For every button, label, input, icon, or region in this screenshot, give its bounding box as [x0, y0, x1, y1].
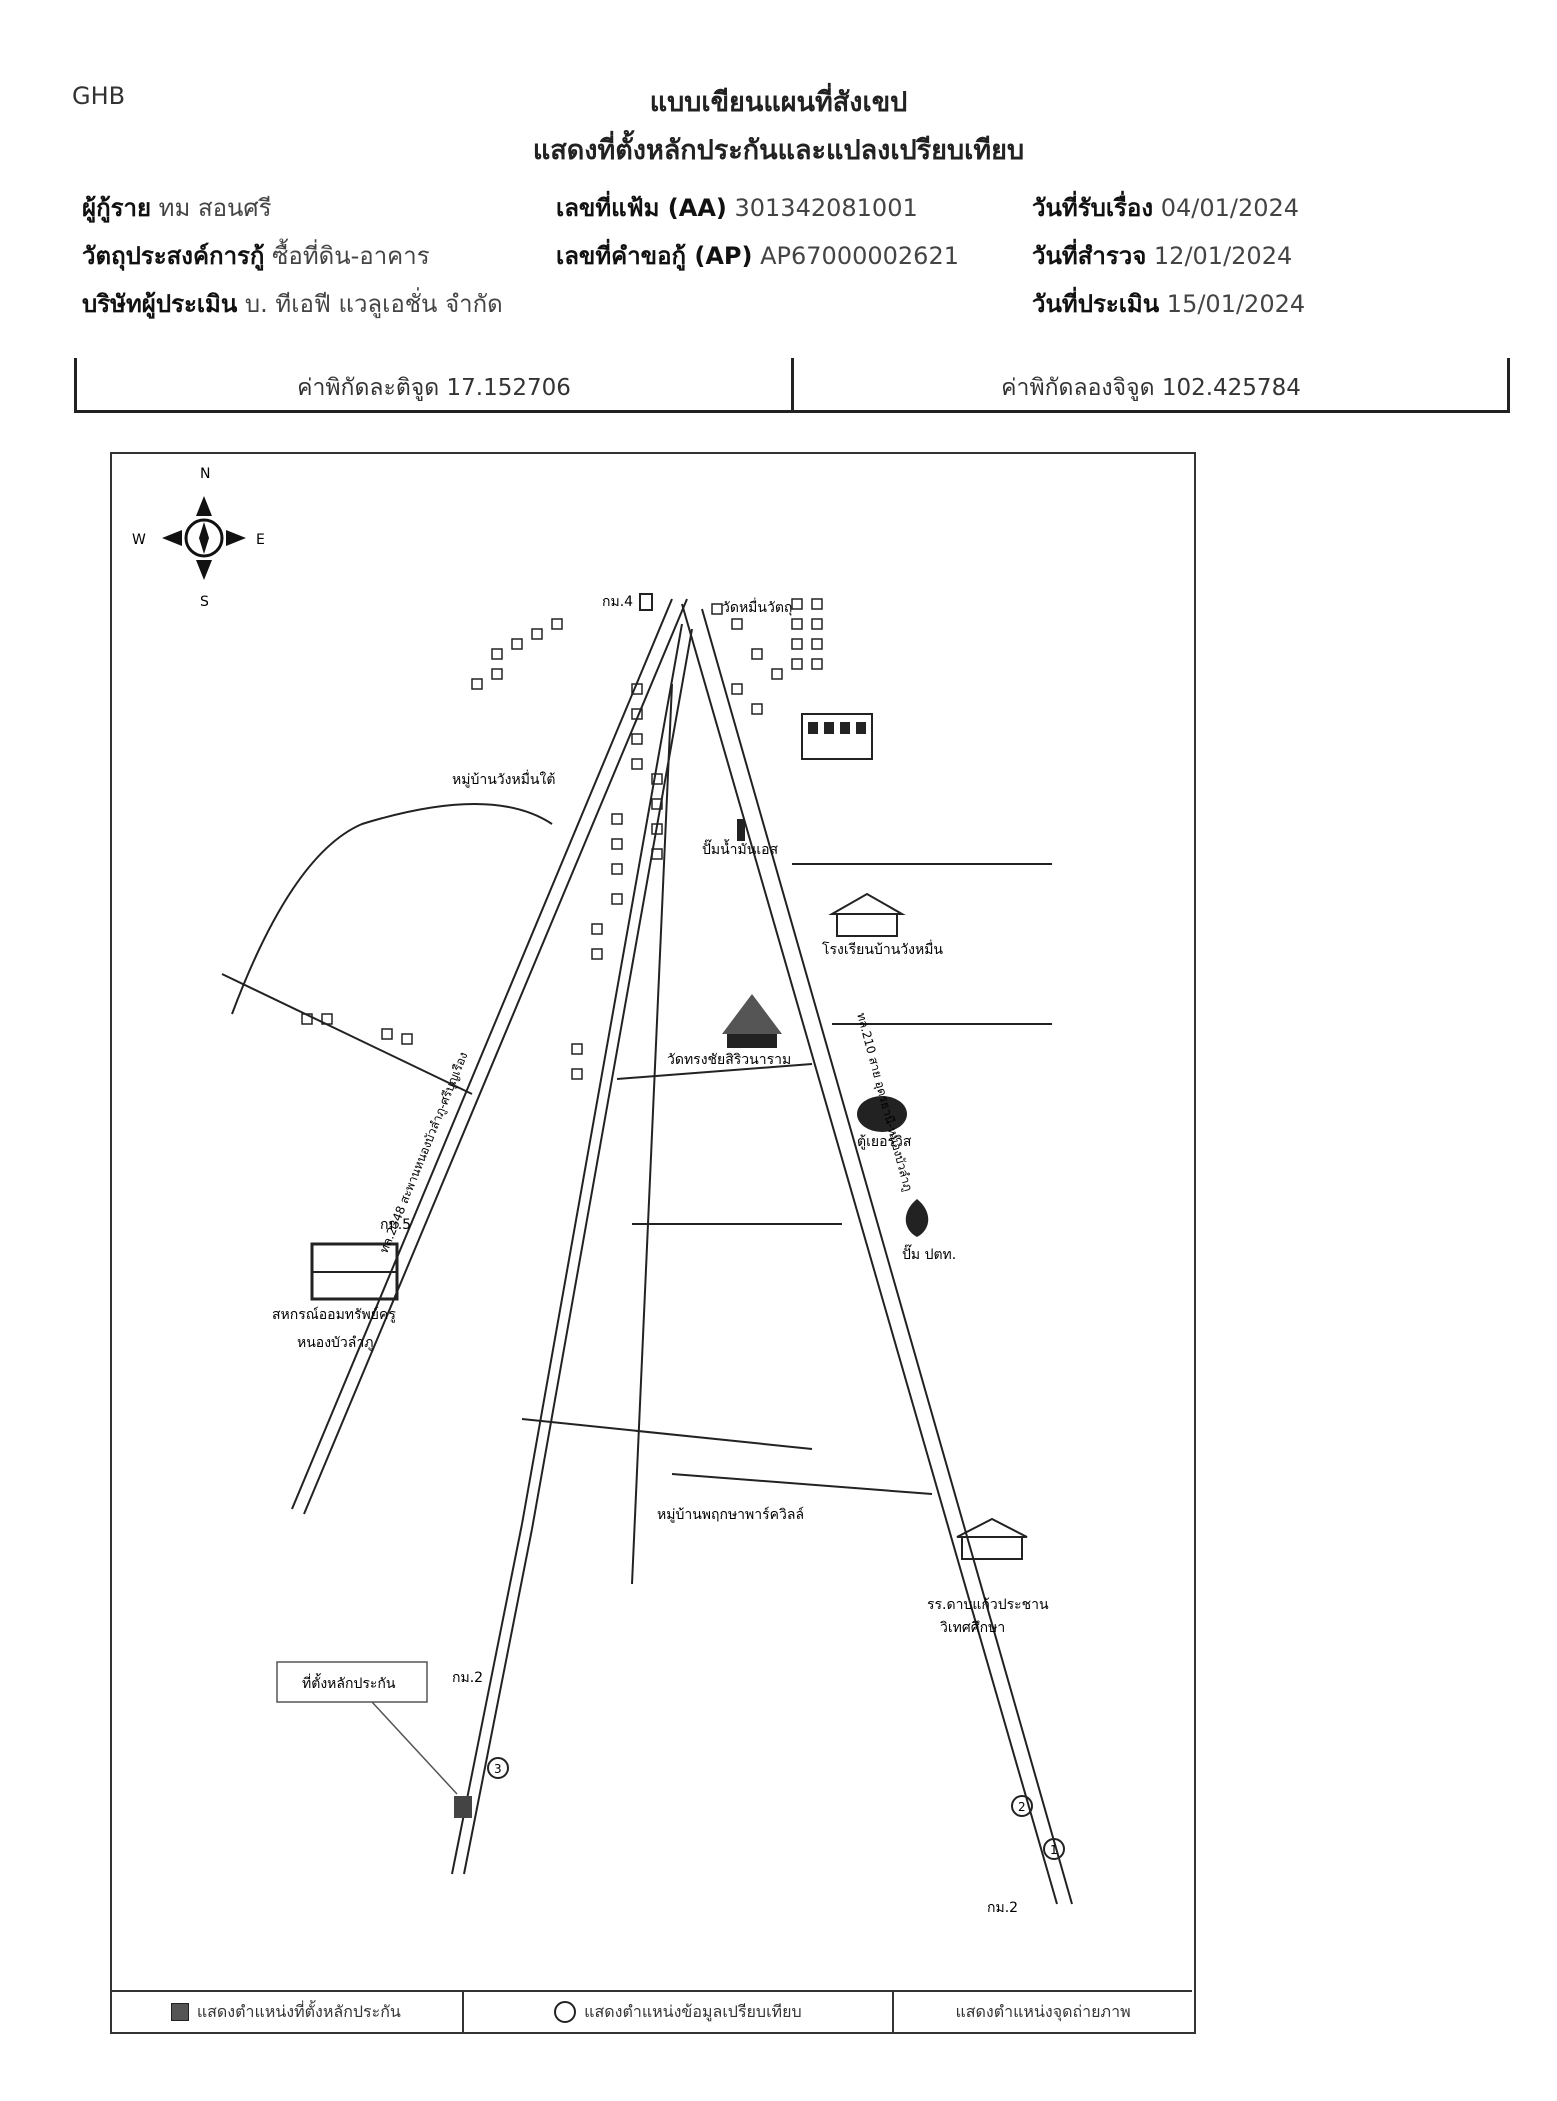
hotel-icon [801, 713, 873, 760]
label-km2b: กม.2 [987, 1900, 1018, 1916]
appraise-label: วันที่ประเมิน [1032, 290, 1160, 318]
map-frame: N S W E [110, 452, 1196, 2034]
label-school-south2: วิเทศศึกษา [940, 1620, 1005, 1636]
tourist-icon [857, 1096, 907, 1132]
label-temple-main: วัดทรงชัยสิริวนาราม [667, 1052, 791, 1068]
label-collateral: ที่ตั้งหลักประกัน [302, 1673, 396, 1692]
label-gas-pole: ปั๊มน้ำมันเอส [702, 839, 779, 858]
label-tourist: ตู้เยอร์วิส [857, 1133, 912, 1150]
label-village-south: หมู่บ้านพฤกษาพาร์ควิลล์ [657, 1506, 804, 1523]
coordinates-box: ค่าพิกัดละติจูด 17.152706 ค่าพิกัดลองจิจ… [74, 358, 1510, 413]
compass-s: S [200, 594, 209, 610]
bank-brand: GHB [72, 82, 126, 110]
collateral-marker [454, 1796, 472, 1818]
marker-3 [487, 1757, 509, 1779]
app-no-label: เลขที่คำขอกู้ (AP) [556, 242, 753, 270]
km-marker-icon [639, 593, 653, 611]
file-no-label: เลขที่แฟ้ม (AA) [556, 194, 727, 222]
appraise-row: วันที่ประเมิน 15/01/2024 [1032, 284, 1305, 323]
building-blocks [301, 598, 823, 1080]
label-village-wang: หมู่บ้านวังหมื่นใต้ [452, 770, 555, 788]
gas-station-icon [905, 1199, 929, 1237]
label-coop2: หนองบัวลำภู [297, 1335, 373, 1351]
school-icon [828, 892, 906, 937]
compass-e: E [256, 532, 265, 548]
temple-icon [722, 994, 782, 1048]
sketch-map: N S W E [132, 466, 1073, 1916]
latitude-text: ค่าพิกัดละติจูด 17.152706 [297, 375, 571, 401]
label-road-right: ทล.210 สาย อุดรธานี-หนองบัวลำภู [853, 1011, 915, 1193]
purpose-row: วัตถุประสงค์การกู้ ซื้อที่ดิน-อาคาร [82, 236, 430, 275]
compass-n: N [200, 466, 210, 482]
label-school-south: รร.ดาบแก้วประชาน [927, 1597, 1049, 1613]
label-school-wang: โรงเรียนบ้านวังหมื่น [822, 940, 943, 958]
legend-comparison-label: แสดงตำแหน่งข้อมูลเปรียบเทียบ [584, 2001, 802, 2021]
legend-photo-label: แสดงตำแหน่งจุดถ่ายภาพ [955, 2001, 1131, 2021]
survey-row: วันที่สำรวจ 12/01/2024 [1032, 236, 1292, 275]
map-legend: แสดงตำแหน่งที่ตั้งหลักประกัน แสดงตำแหน่ง… [110, 1990, 1192, 2032]
compass-icon [162, 496, 246, 580]
borrower-value: ทม สอนศรี [158, 194, 272, 222]
coop-building-icon [310, 1242, 399, 1301]
appraiser-label: บริษัทผู้ประเมิน [82, 290, 238, 318]
marker-3-label: 3 [494, 1762, 502, 1776]
marker-1 [1043, 1838, 1065, 1860]
survey-value: 12/01/2024 [1153, 242, 1293, 270]
label-km5: กม.5 [380, 1217, 411, 1233]
south-school-icon [956, 1517, 1028, 1560]
received-value: 04/01/2024 [1160, 194, 1300, 222]
legend-collateral-label: แสดงตำแหน่งที่ตั้งหลักประกัน [196, 2001, 401, 2021]
legend-collateral: แสดงตำแหน่งที่ตั้งหลักประกัน [110, 1992, 464, 2032]
file-no-row: เลขที่แฟ้ม (AA) 301342081001 [556, 188, 918, 227]
marker-1-label: 1 [1050, 1843, 1058, 1857]
borrower-row: ผู้กู้ราย ทม สอนศรี [82, 188, 272, 227]
label-coop: สหกรณ์ออมทรัพย์ครู [272, 1306, 396, 1323]
file-no-value: 301342081001 [734, 194, 918, 222]
collateral-callout [276, 1661, 428, 1703]
collateral-swatch-icon [170, 2003, 189, 2021]
borrower-label: ผู้กู้ราย [82, 194, 152, 222]
marker-2-label: 2 [1018, 1800, 1026, 1814]
label-temple-top: วัดหมื่นวัตถุ [722, 598, 792, 616]
appraiser-value: บ. ทีเอฟี แวลูเอชั่น จำกัด [244, 290, 503, 318]
label-km4: กม.4 [602, 594, 633, 610]
legend-comparison: แสดงตำแหน่งข้อมูลเปรียบเทียบ [464, 1992, 895, 2032]
received-row: วันที่รับเรื่อง 04/01/2024 [1032, 188, 1299, 227]
comparison-circle-icon [554, 2001, 577, 2023]
longitude-text: ค่าพิกัดลองจิจูด 102.425784 [1001, 375, 1301, 401]
doc-subtitle: แสดงที่ตั้งหลักประกันและแปลงเปรียบเทียบ [532, 135, 1025, 166]
label-km2a: กม.2 [452, 1670, 483, 1686]
doc-title: แบบเขียนแผนที่สังเขป [649, 87, 908, 118]
survey-label: วันที่สำรวจ [1032, 242, 1147, 270]
purpose-value: ซื้อที่ดิน-อาคาร [272, 242, 430, 270]
coordinates-divider [791, 358, 794, 410]
purpose-label: วัตถุประสงค์การกู้ [82, 242, 265, 270]
compass-w: W [132, 532, 146, 548]
app-no-row: เลขที่คำขอกู้ (AP) AP67000002621 [556, 236, 959, 275]
received-label: วันที่รับเรื่อง [1032, 194, 1154, 222]
water-tower-icon [737, 819, 745, 841]
label-ptt: ปั๊ม ปตท. [902, 1244, 956, 1263]
app-no-value: AP67000002621 [760, 242, 959, 270]
legend-photo: แสดงตำแหน่งจุดถ่ายภาพ [894, 1992, 1192, 2032]
appraiser-row: บริษัทผู้ประเมิน บ. ทีเอฟี แวลูเอชั่น จำ… [82, 284, 503, 323]
marker-2 [1011, 1795, 1033, 1817]
appraise-value: 15/01/2024 [1166, 290, 1306, 318]
